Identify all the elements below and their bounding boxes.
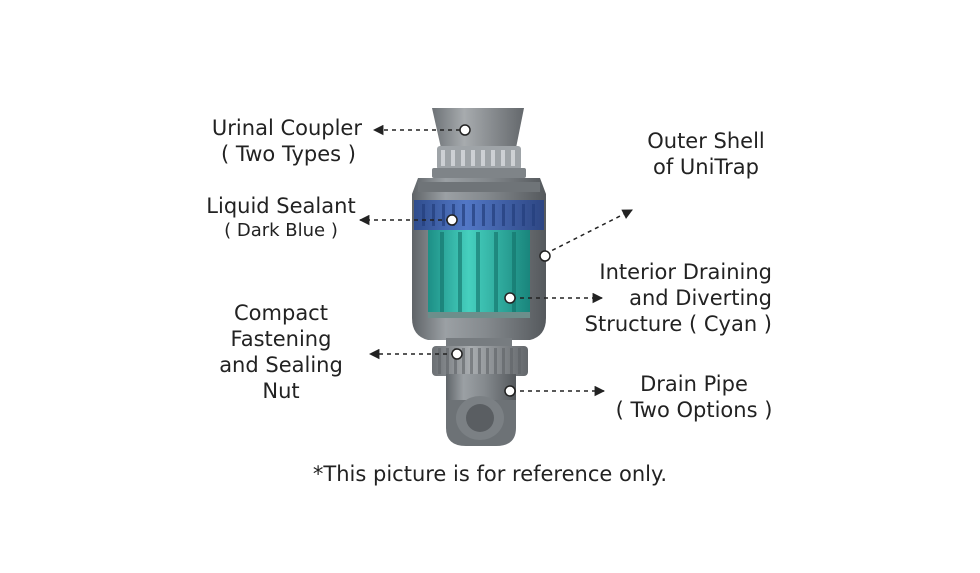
fastening-nut-part	[432, 338, 528, 376]
label-outer-shell-title: Outer Shell	[647, 129, 765, 153]
label-urinal-coupler: Urinal Coupler ( Two Types )	[190, 115, 362, 167]
label-drain-pipe-sub: ( Two Options )	[615, 398, 773, 422]
leader-dots	[446, 124, 551, 397]
arrow-outer-shell	[544, 209, 633, 255]
label-liquid-sealant: Liquid Sealant ( Dark Blue )	[198, 193, 364, 243]
label-liquid-sealant-sub: ( Dark Blue )	[224, 220, 338, 241]
label-compact-nut-line1: Compact	[234, 301, 328, 325]
label-interior-line2: and Diverting	[629, 286, 772, 310]
label-compact-nut: Compact Fastening and Sealing Nut	[206, 300, 356, 404]
reference-note: *This picture is for reference only.	[312, 462, 668, 486]
urinal-coupler-part	[432, 108, 526, 178]
label-compact-nut-line2: Fastening	[230, 327, 332, 351]
interior-structure-part	[428, 230, 530, 318]
drain-pipe-part	[446, 374, 516, 446]
label-interior-line1: Interior Draining	[599, 260, 772, 284]
label-drain-pipe: Drain Pipe ( Two Options )	[606, 371, 782, 423]
label-drain-pipe-title: Drain Pipe	[640, 372, 748, 396]
label-interior: Interior Draining and Diverting Structur…	[572, 259, 772, 337]
label-compact-nut-line3: and Sealing	[219, 353, 343, 377]
label-outer-shell: Outer Shell of UniTrap	[626, 128, 786, 180]
label-urinal-coupler-title: Urinal Coupler	[211, 116, 362, 140]
label-compact-nut-line4: Nut	[262, 379, 300, 403]
label-urinal-coupler-sub: ( Two Types )	[221, 142, 356, 166]
liquid-sealant-part	[414, 200, 544, 230]
leader-lines	[358, 124, 633, 397]
label-interior-line3: Structure ( Cyan )	[584, 312, 772, 336]
label-outer-shell-sub: of UniTrap	[652, 155, 759, 179]
label-liquid-sealant-title: Liquid Sealant	[206, 194, 356, 218]
